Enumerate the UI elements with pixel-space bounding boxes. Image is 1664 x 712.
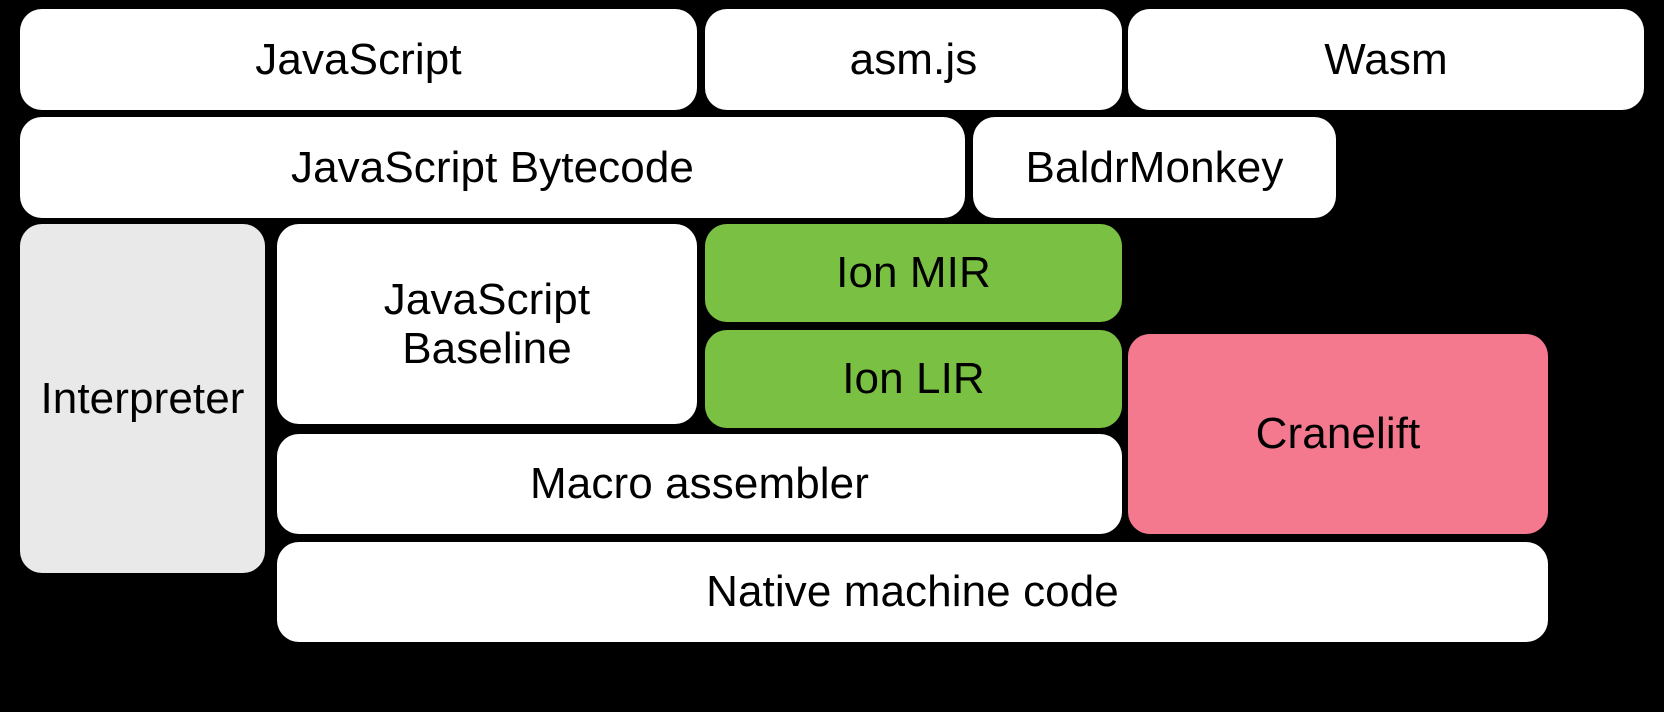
node-interpreter: Interpreter bbox=[20, 224, 265, 573]
node-javascript-baseline: JavaScript Baseline bbox=[277, 224, 697, 424]
node-javascript-bytecode: JavaScript Bytecode bbox=[20, 117, 965, 218]
node-baldrmonkey: BaldrMonkey bbox=[973, 117, 1336, 218]
node-javascript: JavaScript bbox=[20, 9, 697, 110]
node-ion-lir: Ion LIR bbox=[705, 330, 1122, 428]
node-macro-assembler: Macro assembler bbox=[277, 434, 1122, 534]
node-ion-mir: Ion MIR bbox=[705, 224, 1122, 322]
node-wasm: Wasm bbox=[1128, 9, 1644, 110]
node-asm-js: asm.js bbox=[705, 9, 1122, 110]
node-native-machine-code: Native machine code bbox=[277, 542, 1548, 642]
node-cranelift: Cranelift bbox=[1128, 334, 1548, 534]
